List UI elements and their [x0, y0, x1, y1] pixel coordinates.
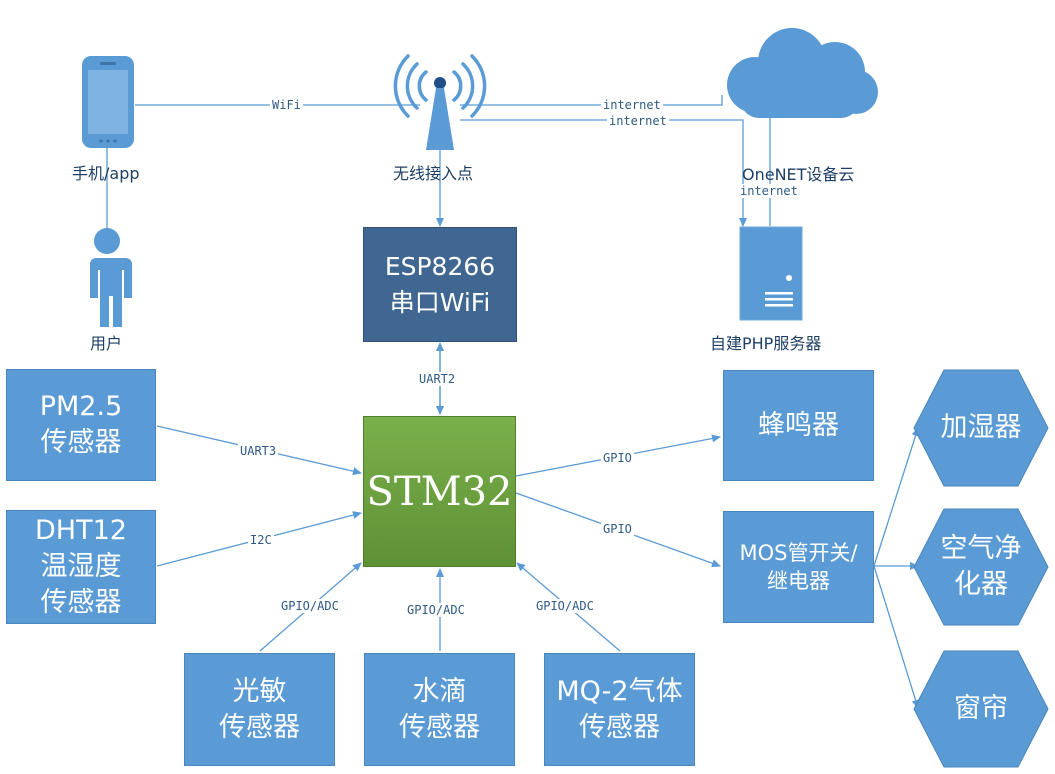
purifier-hexagon: [913, 508, 1049, 626]
pm25-sensor-node: PM2.5 传感器: [6, 369, 156, 481]
humidifier-line: [873, 427, 920, 567]
mq2-sensor-node: MQ-2气体 传感器: [544, 653, 695, 766]
internet-line-2: [460, 119, 747, 227]
wifi-label: WiFi: [270, 98, 303, 112]
esp8266-node: ESP8266 串口WiFi: [363, 227, 517, 342]
water-sensor-node: 水滴 传感器: [364, 653, 515, 766]
internet-label-2: internet: [607, 114, 669, 128]
curtain-hexagon: [913, 650, 1049, 768]
cloud-caption: OneNET设备云: [742, 165, 855, 184]
server-caption: 自建PHP服务器: [710, 334, 822, 353]
gpio-adc-label-1: GPIO/ADC: [279, 599, 341, 613]
internet-label-3: internet: [738, 184, 800, 198]
dht12-sensor-node: DHT12 温湿度 传感器: [6, 510, 156, 624]
gpio-buzzer-label: GPIO: [601, 451, 634, 465]
ap-caption: 无线接入点: [393, 164, 474, 183]
user-icon: [88, 228, 132, 327]
gpio-adc-label-3: GPIO/ADC: [534, 599, 596, 613]
humidifier-hexagon: [913, 369, 1049, 487]
stm32-node: STM32: [363, 416, 516, 567]
light-sensor-node: 光敏 传感器: [184, 653, 335, 766]
gpio-mos-label: GPIO: [601, 522, 634, 536]
curtain-label: 窗帘: [954, 693, 1008, 724]
uart2-label: UART2: [417, 372, 458, 386]
user-caption: 用户: [90, 334, 123, 353]
i2c-label: I2C: [248, 533, 274, 547]
antenna-icon: [393, 54, 487, 150]
phone-icon: [82, 56, 134, 148]
cloud-icon: [727, 28, 878, 118]
phone-caption: 手机/app: [72, 164, 140, 183]
buzzer-node: 蜂鸣器: [723, 370, 874, 481]
internet-line-1: [460, 95, 723, 106]
humidifier-label: 加湿器: [940, 412, 1022, 443]
server-icon: [739, 226, 803, 321]
internet-label-1: internet: [601, 98, 663, 112]
uart3-label: UART3: [238, 444, 279, 458]
curtain-line: [873, 565, 920, 709]
purifier-label: 空气净 化器: [940, 533, 1022, 600]
mos-relay-node: MOS管开关/ 继电器: [723, 511, 874, 623]
gpio-adc-label-2: GPIO/ADC: [405, 603, 467, 617]
